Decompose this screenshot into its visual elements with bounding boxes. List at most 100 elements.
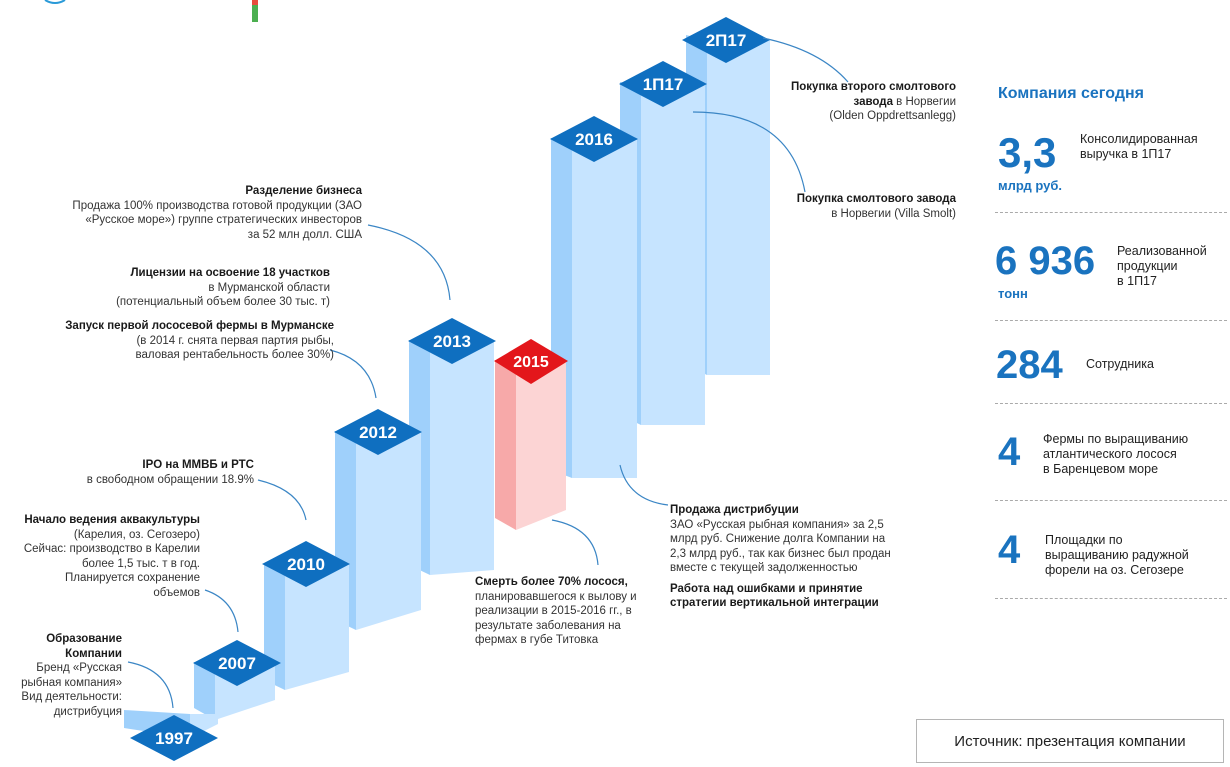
note-smolt-2-title: Покупка второго смолтового — [791, 81, 956, 93]
note-smolt-2-line-a: завода в Норвегии — [760, 95, 956, 110]
note-business-split: Разделение бизнеса Продажа 100% производ… — [20, 184, 362, 242]
note-salmon-farm-line: валовая рентабельность более 30%) — [135, 349, 334, 361]
note-salmon-death-line: реализации в 2015-2016 гг., в — [475, 605, 632, 617]
note-ipo-line: в свободном обращении 18.9% — [86, 473, 254, 486]
note-smolt-2-line: (Olden Oppdrettsanlegg) — [829, 110, 956, 122]
note-aquaculture: Начало ведения аквакультуры (Карелия, оз… — [0, 513, 200, 600]
stat-revenue-desc: Консолидированная выручка в 1П17 — [1080, 132, 1198, 162]
stat-sales-desc-line: Реализованной — [1117, 244, 1207, 258]
leader-2007 — [204, 589, 239, 633]
note-ipo: IPO на ММВБ и РТС в свободном обращении … — [40, 458, 254, 487]
leader-2016 — [619, 464, 669, 506]
note-aquaculture-title: Начало ведения аквакультуры — [24, 514, 200, 526]
year-label-1997: 1997 — [155, 729, 193, 748]
note-distribution-line: 2,3 млрд руб., так как бизнес был продан — [670, 547, 891, 560]
note-smolt-2-title-rest: в Норвегии — [892, 95, 956, 108]
year-label-2p17: 2П17 — [706, 31, 747, 50]
stat-salmon-farms-desc-line: в Баренцевом море — [1043, 462, 1159, 476]
note-salmon-farm-title: Запуск первой лососевой фермы в Мурманск… — [65, 320, 334, 332]
year-label-2007: 2007 — [218, 654, 256, 673]
logo-fragment — [44, 0, 258, 22]
note-ipo-title: IPO на ММВБ и РТС — [142, 459, 254, 471]
stat-trout-sites-desc: Площадки по выращиванию радужной форели … — [1045, 533, 1189, 578]
note-salmon-farm: Запуск первой лососевой фермы в Мурманск… — [20, 319, 334, 363]
note-aquaculture-line: Сейчас: производство в Карелии — [23, 543, 200, 555]
divider — [995, 403, 1227, 404]
note-salmon-farm-line: (в 2014 г. снята первая партия рыбы, — [136, 334, 334, 347]
stat-revenue-unit: млрд руб. — [998, 178, 1062, 193]
stat-revenue-value: 3,3 — [998, 129, 1057, 176]
divider — [995, 500, 1227, 501]
note-distribution-line: вместе с текущей задолженностью — [670, 562, 858, 574]
divider — [995, 320, 1227, 321]
stat-sales-value: 6 936 — [995, 239, 1096, 283]
leader-2010 — [257, 479, 307, 521]
leader-2015 — [551, 519, 599, 566]
year-label-2012: 2012 — [359, 423, 397, 442]
note-business-split-line: за 52 млн долл. США — [247, 228, 362, 241]
year-label-1p17: 1П17 — [643, 75, 684, 94]
leader-1p17 — [692, 111, 806, 193]
stat-salmon-farms-desc: Фермы по выращиванию атлантического лосо… — [1043, 432, 1188, 477]
stat-trout-sites-desc-line: Площадки по — [1045, 533, 1123, 547]
leader-lines — [127, 37, 849, 709]
note-formation-title: Образование Компании — [46, 633, 122, 660]
note-aquaculture-line: Планируется сохранение — [65, 572, 200, 584]
note-aquaculture-line: (Карелия, оз. Сегозеро) — [73, 528, 200, 541]
note-strategy-title-b: стратегии вертикальной интеграции — [670, 597, 879, 609]
pillar-2010 — [262, 541, 350, 690]
year-label-2010: 2010 — [287, 555, 325, 574]
note-smolt-1-title: Покупка смолтового завода — [796, 193, 956, 205]
note-business-split-line: Продажа 100% производства готовой продук… — [72, 199, 362, 212]
note-business-split-title: Разделение бизнеса — [245, 185, 362, 197]
note-licenses-title: Лицензии на освоение 18 участков — [130, 267, 330, 279]
divider — [995, 598, 1227, 599]
note-formation-line: дистрибуция — [53, 705, 122, 718]
note-aquaculture-line: объемов — [153, 586, 200, 599]
leader-1997 — [127, 661, 174, 709]
stat-employees-desc-line: Сотрудника — [1086, 357, 1154, 371]
year-label-2015: 2015 — [513, 354, 549, 371]
note-licenses-line: в Мурманской области — [208, 281, 330, 294]
note-licenses: Лицензии на освоение 18 участков в Мурма… — [60, 266, 330, 310]
stat-sales-desc-line: в 1П17 — [1117, 274, 1157, 288]
pillar-2013 — [408, 318, 496, 575]
note-smolt-1-line: в Норвегии (Villa Smolt) — [831, 207, 956, 220]
note-salmon-death: Смерть более 70% лосося, планировавшегос… — [475, 575, 655, 648]
source-text: Источник: презентация компании — [954, 732, 1186, 750]
note-salmon-death-line: планировавшегося к вылову и — [475, 590, 637, 603]
leader-2012 — [329, 349, 377, 399]
stat-employees-desc: Сотрудника — [1086, 357, 1154, 372]
note-distribution-line: млрд руб. Снижение долга Компании на — [670, 533, 886, 545]
note-salmon-death-line: фермах в губе Титовка — [475, 634, 599, 646]
source-box: Источник: презентация компании — [916, 719, 1224, 763]
note-salmon-death-line: результате заболевания на — [475, 619, 621, 632]
note-formation: Образование Компании Бренд «Русская рыбн… — [18, 632, 122, 719]
stat-salmon-farms-desc-line: атлантического лосося — [1043, 447, 1177, 461]
note-smolt-2-title-b: завода — [853, 95, 893, 108]
pillar-2016 — [550, 116, 638, 478]
divider — [995, 212, 1227, 213]
note-strategy-title: Работа над ошибками и принятие — [670, 582, 863, 595]
stat-sales-unit: тонн — [998, 286, 1028, 301]
leader-2p17 — [762, 37, 849, 83]
note-distribution-title: Продажа дистрибуции — [670, 504, 799, 516]
year-label-2016: 2016 — [575, 130, 613, 149]
leader-2013 — [367, 224, 451, 301]
note-formation-line: Вид деятельности: — [21, 691, 122, 703]
stat-sales-desc: Реализованной продукции в 1П17 — [1117, 244, 1207, 289]
stat-revenue-desc-line: выручка в 1П17 — [1080, 147, 1172, 161]
stat-trout-sites-desc-line: форели на оз. Сегозере — [1045, 563, 1184, 577]
note-formation-line: рыбная компания» — [21, 676, 122, 689]
note-distribution-line: ЗАО «Русская рыбная компания» за 2,5 — [670, 518, 884, 531]
pillar-1997 — [124, 710, 218, 761]
note-distribution-sale: Продажа дистрибуции ЗАО «Русская рыбная … — [670, 503, 920, 611]
pillar-2007 — [193, 640, 281, 720]
stat-trout-sites-desc-line: выращиванию радужной — [1045, 548, 1189, 562]
note-smolt-2: Покупка второго смолтового завода в Норв… — [760, 80, 956, 124]
note-business-split-line: «Русское море») группе стратегических ин… — [85, 214, 362, 226]
stat-employees-value: 284 — [996, 343, 1063, 387]
note-formation-line: Бренд «Русская — [36, 662, 122, 674]
stat-revenue-desc-line: Консолидированная — [1080, 132, 1198, 146]
